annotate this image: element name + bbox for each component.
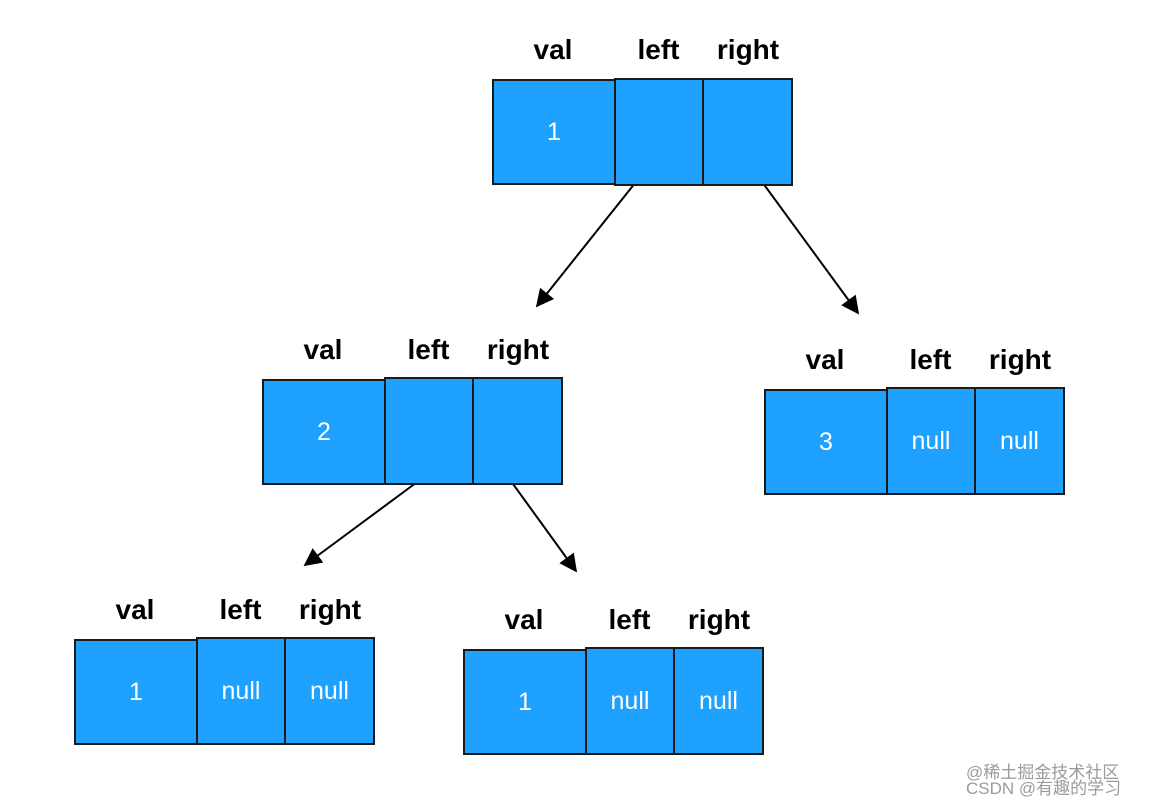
left-header: left <box>608 604 651 635</box>
tree-node-leaf-left: val left right 1 null null <box>74 592 375 746</box>
val-header: val <box>115 594 155 625</box>
tree-node-2: val left right 2 <box>262 332 563 486</box>
right-header: right <box>687 604 751 635</box>
right-null-cell: null <box>673 647 764 755</box>
val-cell: 1 <box>492 79 616 185</box>
right-null-cell: null <box>974 387 1065 495</box>
val-cell: 3 <box>764 389 888 495</box>
edge-node2-to-leaf-left <box>303 473 429 567</box>
left-header: left <box>407 334 450 365</box>
right-header: right <box>716 34 780 65</box>
right-header: right <box>298 594 362 625</box>
val-header: val <box>504 604 544 635</box>
tree-node-3: val left right 3 null null <box>764 342 1065 496</box>
left-null-cell: null <box>886 387 976 495</box>
left-pointer-cell <box>614 78 704 186</box>
right-header: right <box>988 344 1052 375</box>
left-header: left <box>219 594 262 625</box>
left-header: left <box>909 344 952 375</box>
left-header: left <box>637 34 680 65</box>
val-cell: 1 <box>463 649 587 755</box>
val-header: val <box>303 334 343 365</box>
right-null-cell: null <box>284 637 375 745</box>
watermark-csdn: CSDN @有趣的学习 <box>966 779 1122 798</box>
left-null-cell: null <box>585 647 675 755</box>
left-null-cell: null <box>196 637 286 745</box>
val-header: val <box>805 344 845 375</box>
tree-node-root: val left right 1 <box>492 32 793 186</box>
right-pointer-cell <box>702 78 793 186</box>
watermark-juejin: @稀土掘金技术社区 <box>966 763 1120 782</box>
right-pointer-cell <box>472 377 563 485</box>
left-pointer-cell <box>384 377 474 485</box>
tree-node-leaf-right: val left right 1 null null <box>463 602 764 756</box>
val-cell: 1 <box>74 639 198 745</box>
right-header: right <box>486 334 550 365</box>
val-cell: 2 <box>262 379 386 485</box>
val-header: val <box>533 34 573 65</box>
